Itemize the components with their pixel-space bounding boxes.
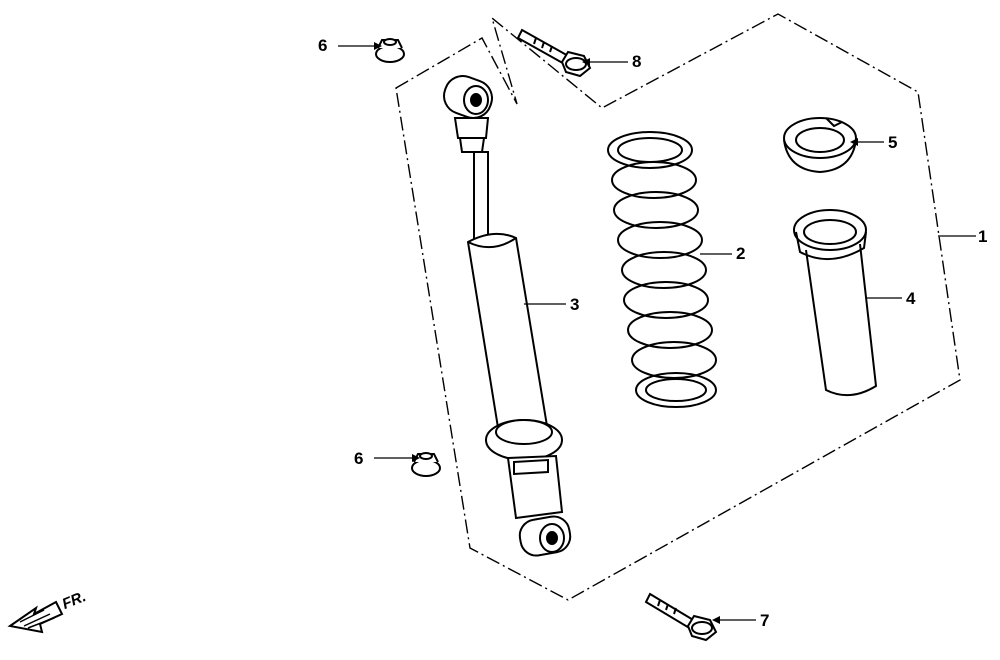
callout-5: 5: [888, 133, 898, 152]
flange-nut-upper: [375, 38, 405, 63]
stopper-tube: [793, 209, 878, 397]
callout-6-lower: 6: [354, 449, 364, 468]
callout-4: 4: [906, 289, 916, 308]
leader-lines: [338, 45, 976, 621]
leader-arrowheads: [374, 42, 858, 624]
bolt-lower: [644, 592, 718, 642]
bolt-upper: [516, 28, 592, 78]
callout-6-upper: 6: [318, 36, 328, 55]
callout-3: 3: [570, 295, 580, 314]
assembly-boundary: [395, 13, 961, 601]
front-direction-arrow: [7, 600, 64, 634]
shock-absorber: [443, 75, 572, 557]
callout-8: 8: [632, 52, 642, 71]
coil-spring: [607, 131, 717, 408]
spring-seat: [783, 117, 857, 174]
callout-7: 7: [760, 611, 770, 630]
callout-2: 2: [736, 244, 746, 263]
callout-1: 1: [978, 227, 988, 246]
